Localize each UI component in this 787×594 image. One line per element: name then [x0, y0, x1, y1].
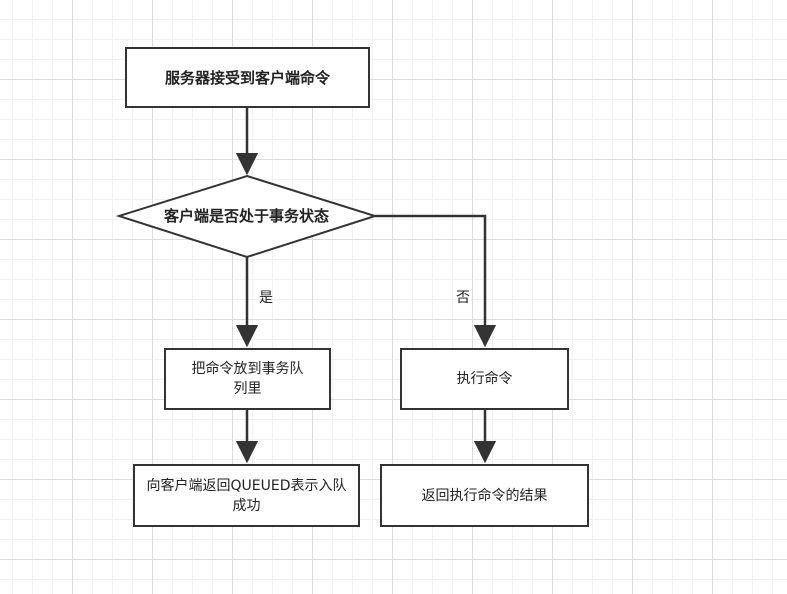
- edge-label-yes: 是: [259, 290, 273, 306]
- arrow-decision-to-execute: [375, 214, 497, 348]
- node-execute[interactable]: 执行命令: [400, 348, 569, 410]
- edge-label-no: 否: [456, 290, 470, 306]
- node-reply-result[interactable]: 返回执行命令的结果: [380, 464, 589, 527]
- node-decision-label: 客户端是否处于事务状态: [163, 206, 329, 225]
- node-start[interactable]: 服务器接受到客户端命令: [125, 47, 370, 108]
- node-enqueue[interactable]: 把命令放到事务队列里: [164, 348, 331, 410]
- node-reply-queued[interactable]: 向客户端返回QUEUED表示入队成功: [133, 464, 360, 527]
